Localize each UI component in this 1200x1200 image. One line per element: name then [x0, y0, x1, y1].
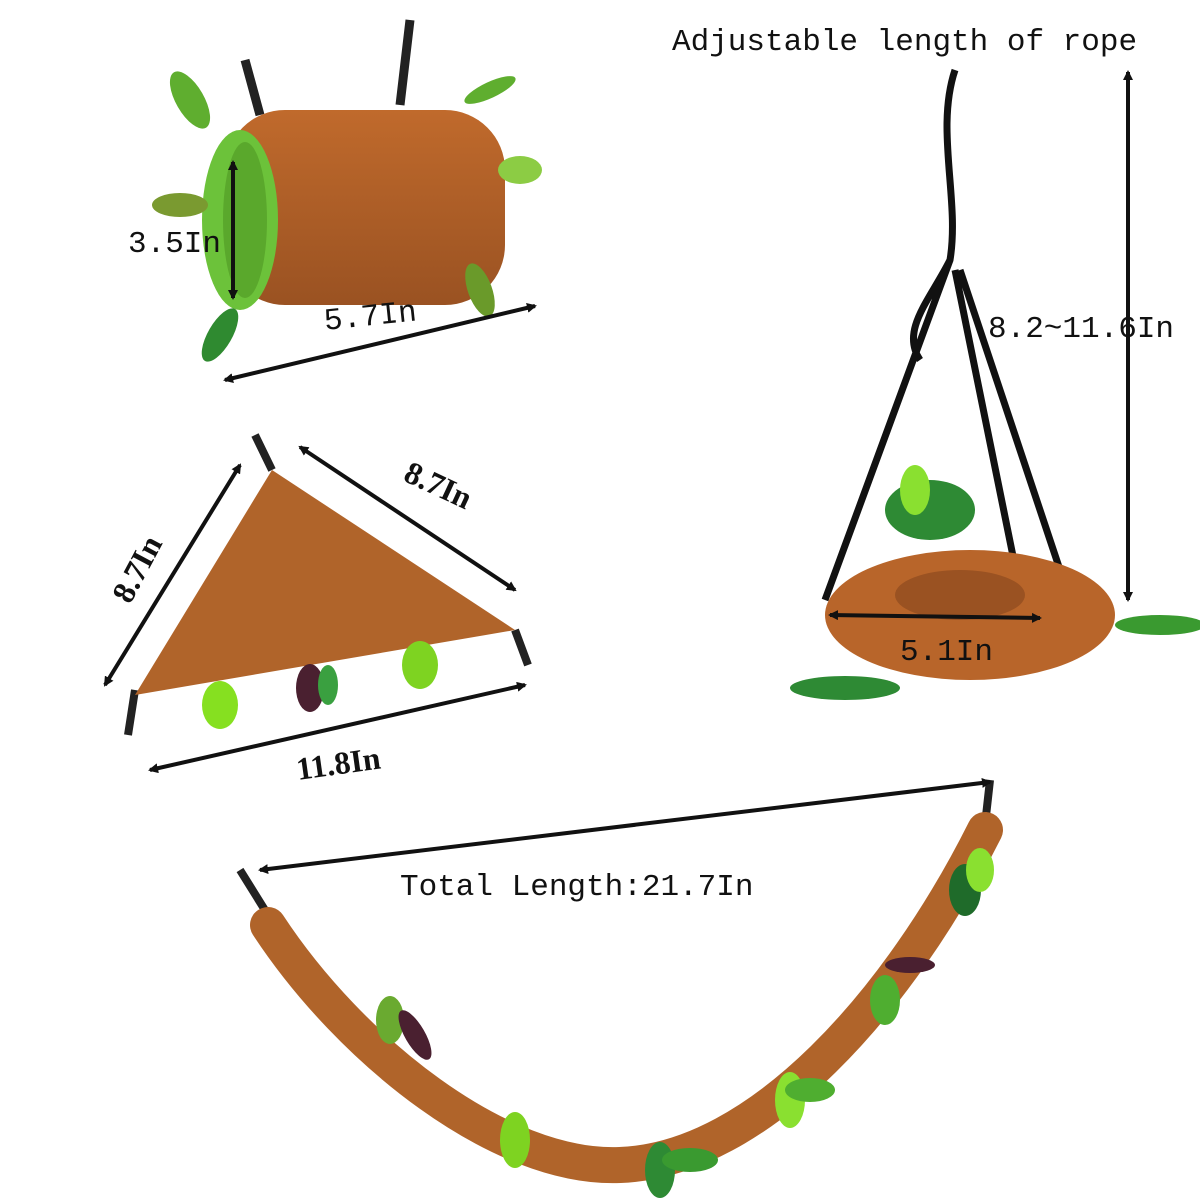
- vine-bridge: [236, 779, 1003, 1198]
- bed-diameter-label: 5.1In: [900, 635, 993, 670]
- tunnel-hammock: [152, 19, 542, 362]
- bridge-length-arrow: [258, 777, 992, 875]
- rope-length-label: 8.2~11.6In: [988, 312, 1174, 347]
- triangle-left-arrow: [103, 463, 242, 687]
- bed-diameter-arrow: [828, 610, 1042, 623]
- tunnel-height-label: 3.5In: [128, 227, 221, 262]
- dimension-arrows: [103, 70, 1133, 875]
- bridge-length-label: Total Length:21.7In: [400, 870, 753, 905]
- triangle-bottom-label: 11.8In: [294, 739, 383, 786]
- round-bed: [790, 68, 1200, 700]
- triangle-bottom-arrow: [148, 681, 527, 774]
- tunnel-length-arrow: [223, 302, 537, 384]
- triangle-right-label: 8.7In: [399, 454, 478, 516]
- triangle-right-arrow: [298, 445, 517, 592]
- rope-title-label: Adjustable length of rope: [672, 25, 1137, 60]
